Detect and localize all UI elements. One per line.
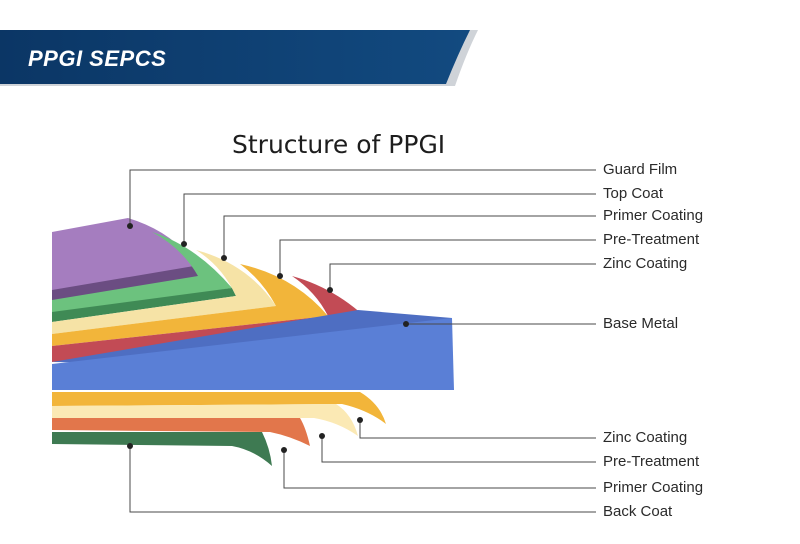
label-guard-film: Guard Film <box>603 161 678 178</box>
label-bottom-zinc-coating: Zinc Coating <box>603 429 688 446</box>
label-base-metal: Base Metal <box>603 315 679 332</box>
bottom-pre-treatment-layer <box>52 404 358 436</box>
bottom-zinc-coating-layer <box>52 392 386 424</box>
label-bottom-pre-treatment: Pre-Treatment <box>603 453 700 470</box>
guard-film-layer-shade <box>52 266 200 302</box>
base-metal-front <box>52 318 454 390</box>
label-zinc-coating: Zinc Coating <box>603 255 688 272</box>
label-back-coat: Back Coat <box>603 503 673 520</box>
top-coat-layer-shade <box>52 288 236 322</box>
banner-title: PPGI SEPCS <box>28 46 167 71</box>
leader-lines <box>129 169 596 513</box>
label-pre-treatment: Pre-Treatment <box>603 231 700 248</box>
header-banner <box>0 30 478 86</box>
label-top-coat: Top Coat <box>603 185 664 202</box>
top-coat-layer <box>52 232 232 318</box>
back-coat-layer <box>52 432 272 466</box>
pre-treatment-layer <box>52 264 328 346</box>
label-primer-coating: Primer Coating <box>603 207 704 224</box>
label-bottom-primer-coating: Primer Coating <box>603 479 704 496</box>
leader-dots <box>127 223 409 453</box>
diagram-title: Structure of PPGI <box>232 130 446 159</box>
bottom-primer-coating-layer <box>52 418 310 446</box>
zinc-coating-layer <box>52 276 378 362</box>
guard-film-layer <box>52 218 196 298</box>
